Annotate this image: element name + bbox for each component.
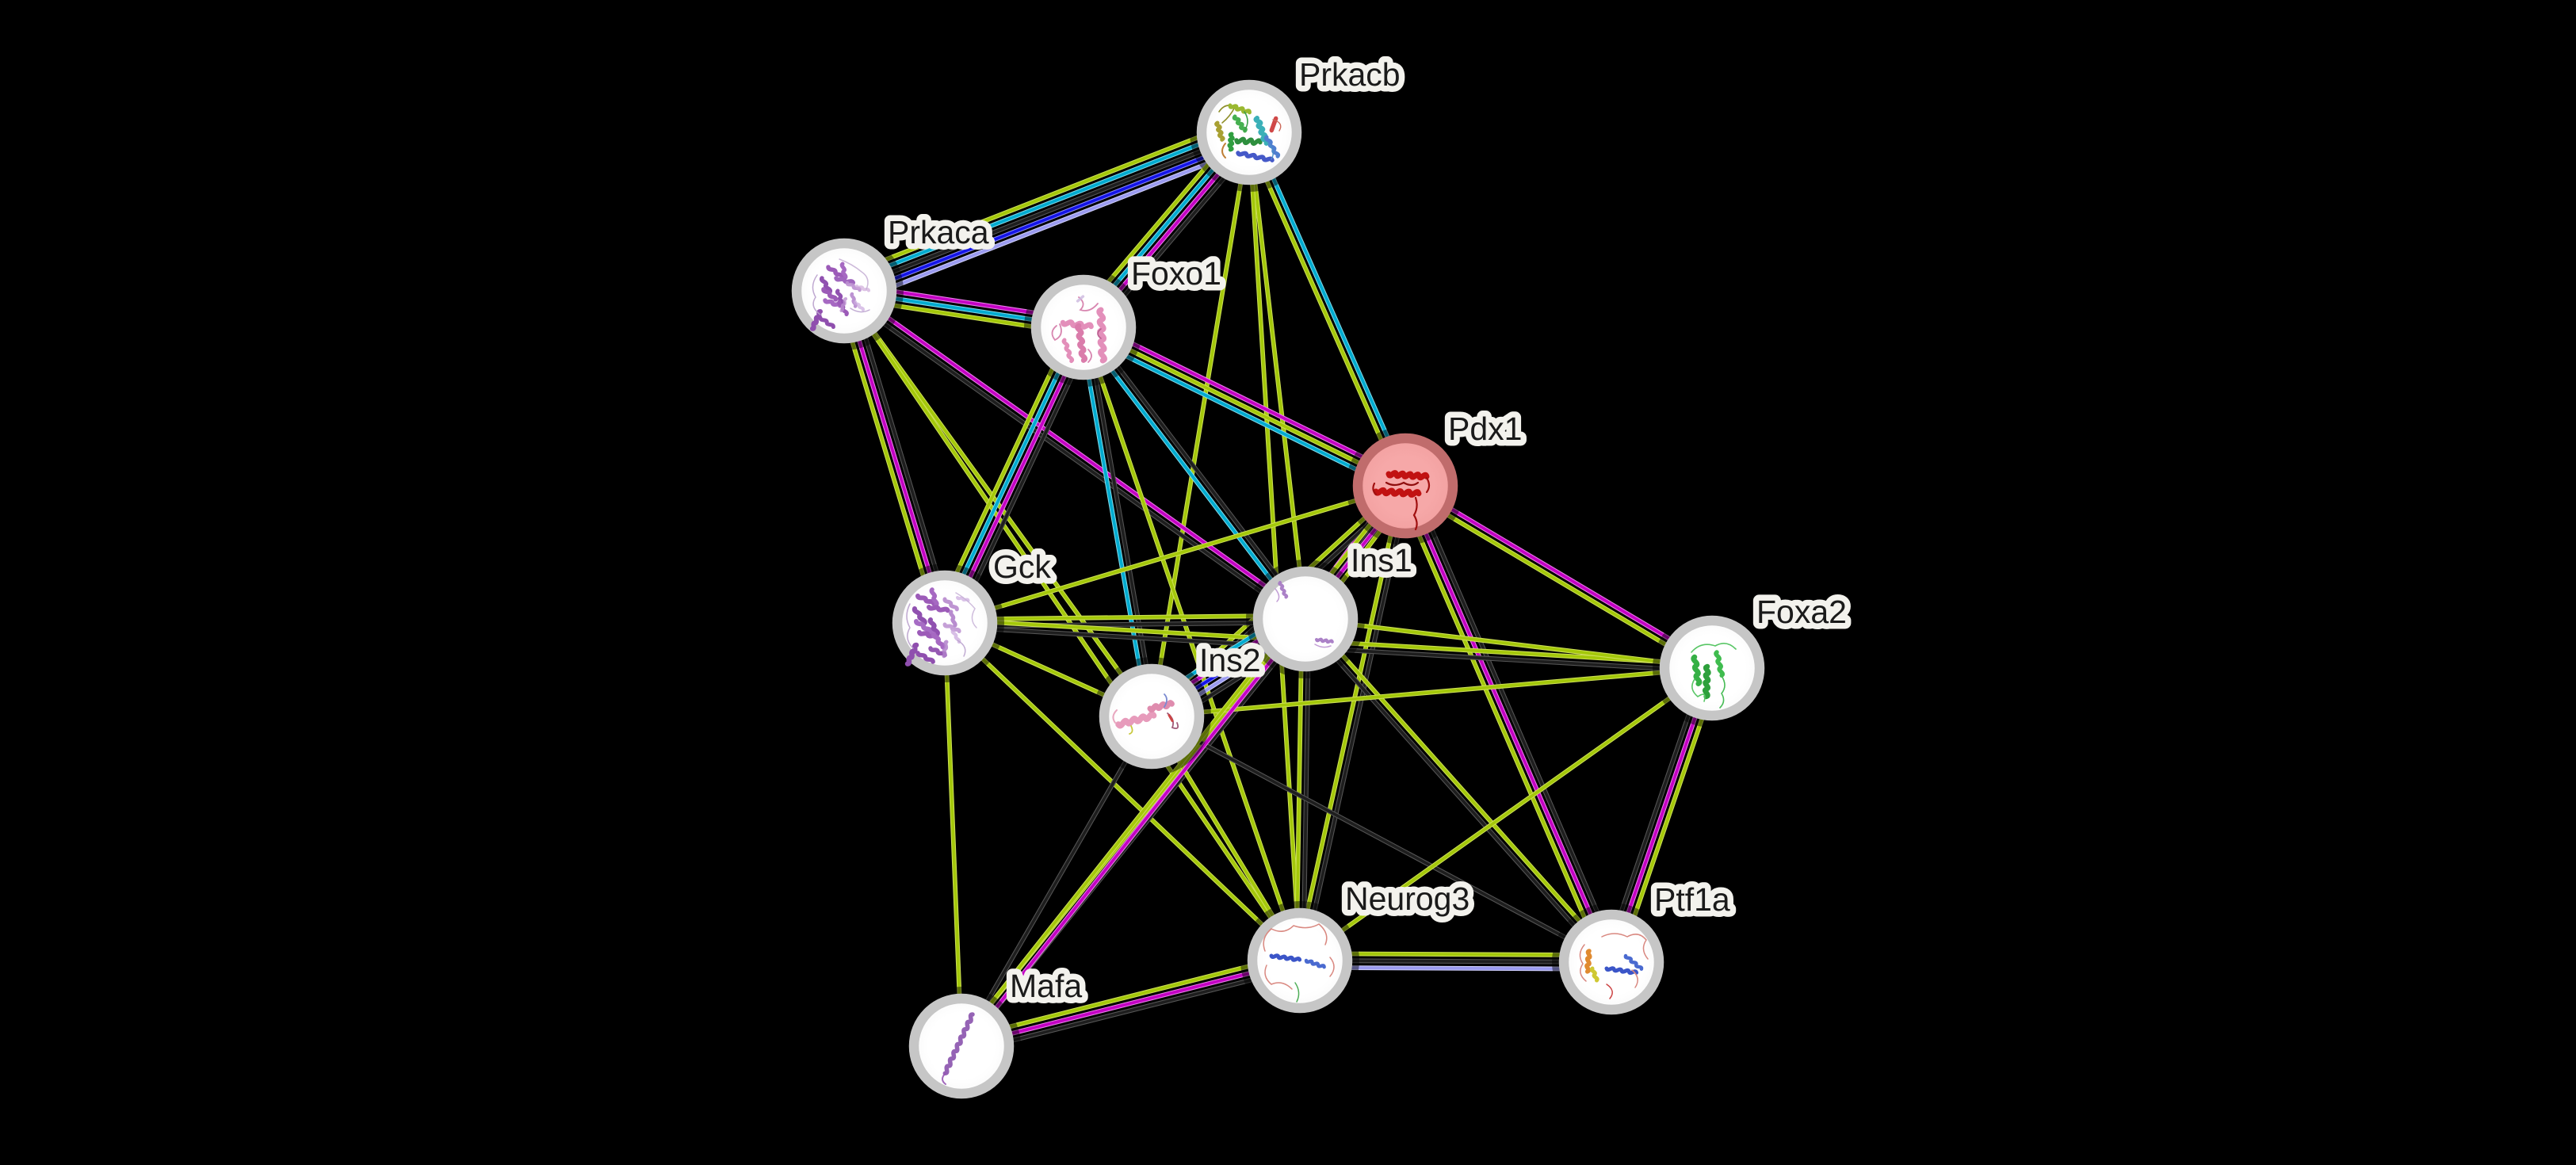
svg-text:Foxo1: Foxo1 <box>1131 255 1221 292</box>
svg-text:Ins2: Ins2 <box>1199 642 1261 678</box>
svg-text:Ptf1a: Ptf1a <box>1654 881 1730 918</box>
svg-text:Pdx1: Pdx1 <box>1448 411 1522 447</box>
svg-text:Ins1: Ins1 <box>1351 542 1412 579</box>
svg-text:Prkacb: Prkacb <box>1299 56 1401 93</box>
svg-text:Neurog3: Neurog3 <box>1345 880 1470 917</box>
svg-text:Mafa: Mafa <box>1010 968 1082 1004</box>
svg-text:Gck: Gck <box>993 548 1051 585</box>
svg-text:Foxa2: Foxa2 <box>1756 594 1847 630</box>
svg-text:Prkaca: Prkaca <box>888 214 989 250</box>
